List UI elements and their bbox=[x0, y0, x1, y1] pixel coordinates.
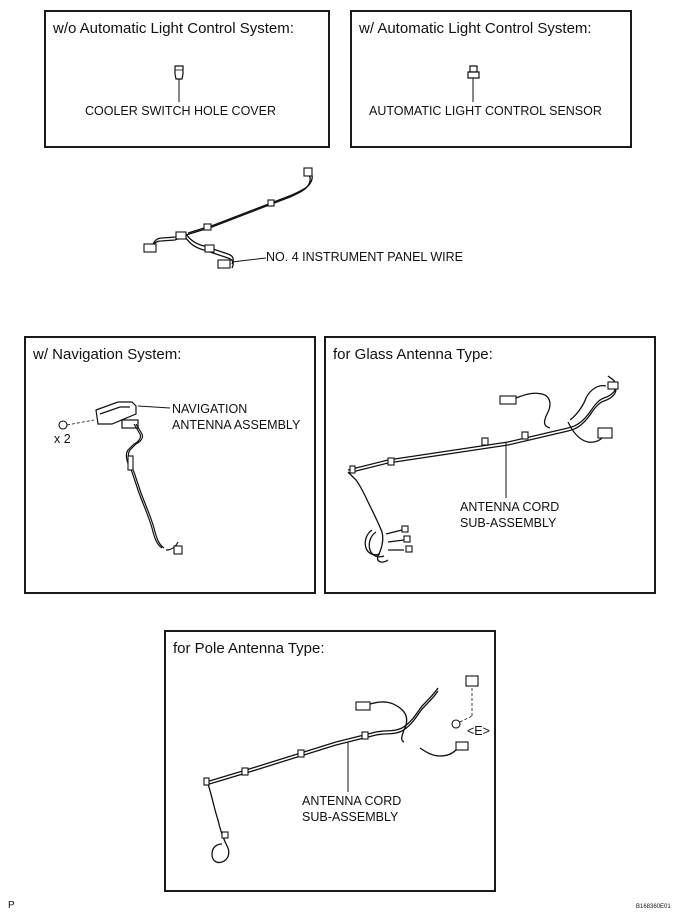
light-control-sensor-label: AUTOMATIC LIGHT CONTROL SENSOR bbox=[369, 104, 602, 118]
navigation-antenna-label-line2: ANTENNA ASSEMBLY bbox=[172, 418, 301, 432]
corner-mark: P bbox=[8, 900, 15, 911]
glass-antenna-cord-icon bbox=[347, 375, 619, 563]
navigation-antenna-label-line1: NAVIGATION bbox=[172, 402, 248, 416]
panel-title: w/ Automatic Light Control System: bbox=[359, 20, 592, 37]
instrument-panel-wire-label: NO. 4 INSTRUMENT PANEL WIRE bbox=[266, 250, 464, 264]
panel-glass-antenna: for Glass Antenna Type: ANTENNA CO bbox=[324, 336, 656, 594]
panel-navigation: w/ Navigation System: x 2 NAVIGATION ANT… bbox=[24, 336, 316, 594]
panel-without-alc: w/o Automatic Light Control System: COOL… bbox=[44, 10, 330, 148]
cooler-switch-hole-cover-icon bbox=[174, 65, 184, 102]
quantity-label: x 2 bbox=[54, 432, 71, 446]
panel-title: w/ Navigation System: bbox=[33, 346, 182, 363]
pole-antenna-cord-label-line2: SUB-ASSEMBLY bbox=[302, 810, 399, 824]
light-control-sensor-icon bbox=[467, 65, 480, 102]
panel-title: for Pole Antenna Type: bbox=[173, 640, 325, 657]
pole-antenna-cord-icon bbox=[203, 675, 479, 864]
navigation-antenna-icon bbox=[58, 401, 183, 555]
ground-mark-label: <E> bbox=[467, 724, 490, 738]
panel-pole-antenna: for Pole Antenna Type: <E> ANTENNA CORD … bbox=[164, 630, 496, 892]
panel-title: w/o Automatic Light Control System: bbox=[53, 20, 294, 37]
figure-code: B168360E01 bbox=[636, 904, 671, 910]
panel-with-alc: w/ Automatic Light Control System: AUTOM… bbox=[350, 10, 632, 148]
glass-antenna-cord-label-line2: SUB-ASSEMBLY bbox=[460, 516, 557, 530]
glass-antenna-cord-label-line1: ANTENNA CORD bbox=[460, 500, 560, 514]
panel-title: for Glass Antenna Type: bbox=[333, 346, 493, 363]
pole-antenna-cord-label-line1: ANTENNA CORD bbox=[302, 794, 402, 808]
cooler-switch-hole-cover-label: COOLER SWITCH HOLE COVER bbox=[85, 104, 276, 118]
